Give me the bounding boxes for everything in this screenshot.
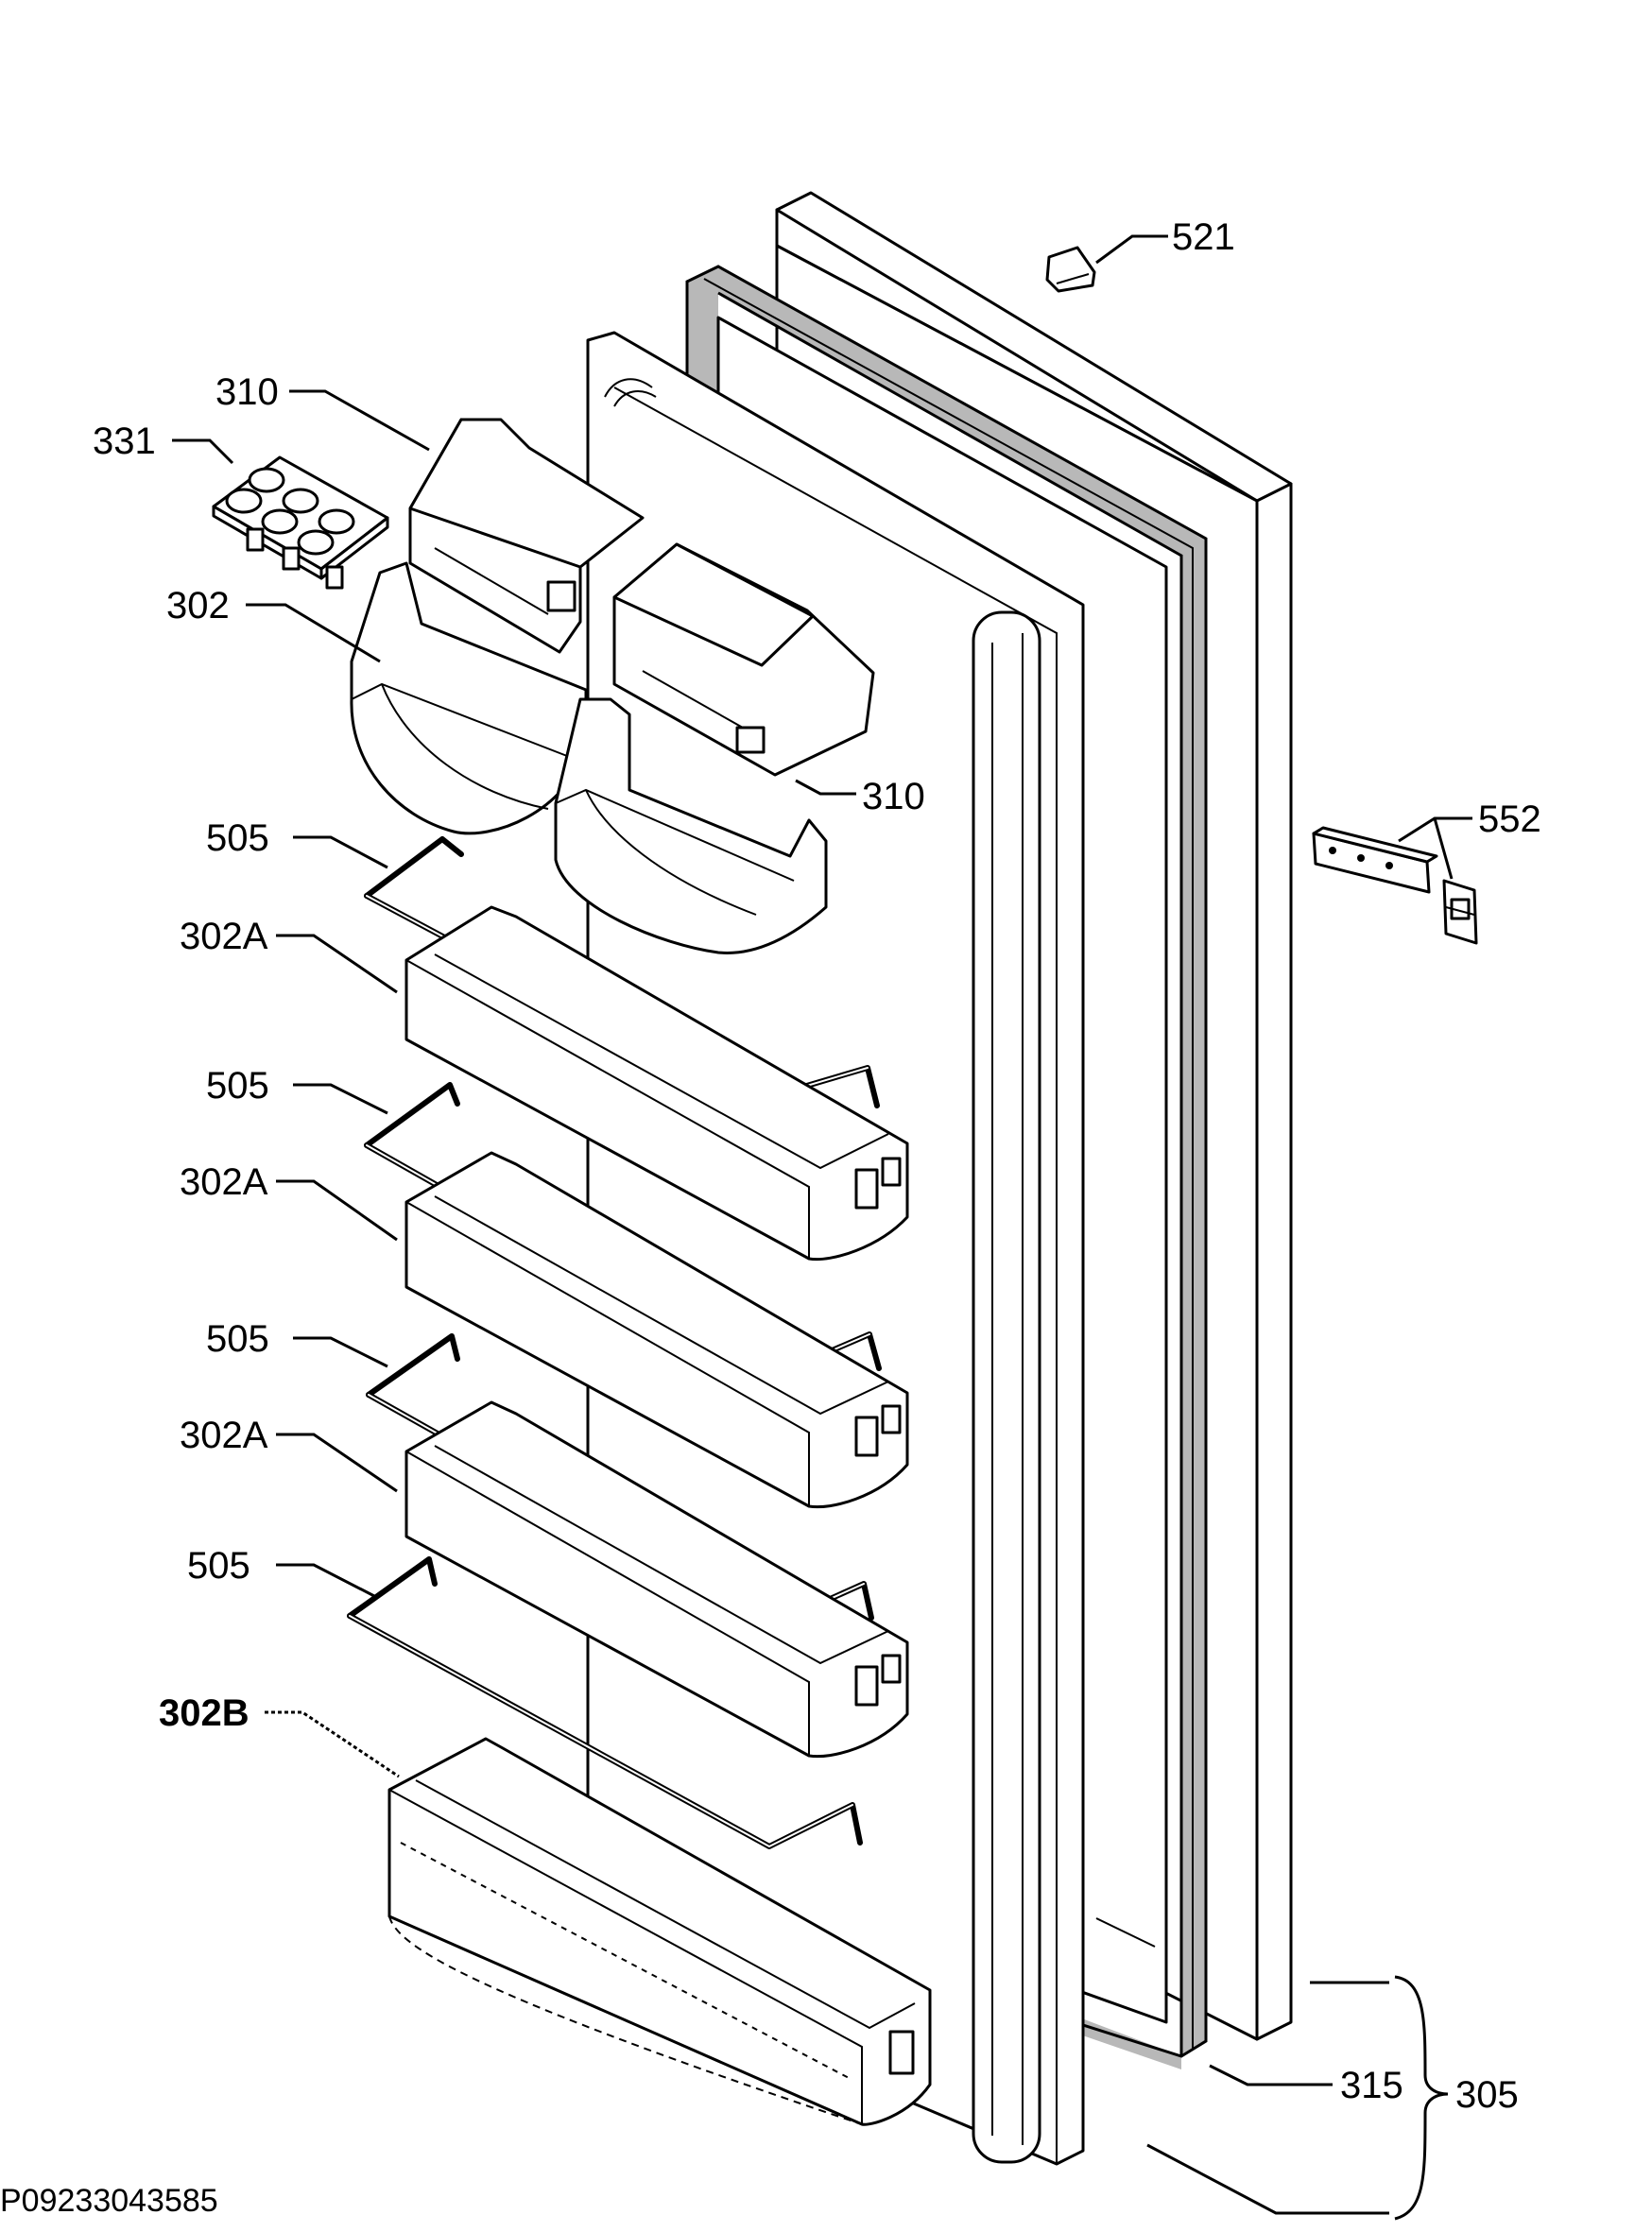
label-302A-3: 302A (180, 1415, 268, 1456)
label-552: 552 (1478, 798, 1541, 840)
label-505-1: 505 (206, 817, 269, 859)
part-521-clip (1045, 246, 1096, 293)
label-310-right: 310 (862, 776, 925, 817)
label-305: 305 (1455, 2074, 1519, 2116)
part-302B-bottle-shelf (387, 1737, 932, 2126)
label-310-top: 310 (215, 371, 279, 413)
part-302-shelf-right (554, 697, 828, 954)
part-302A-shelf-1 (404, 905, 909, 1262)
label-315: 315 (1340, 2065, 1403, 2106)
label-505-2: 505 (206, 1065, 269, 1107)
part-552-hinge (1312, 826, 1478, 945)
label-505-4: 505 (187, 1545, 250, 1587)
label-302B: 302B (159, 1692, 250, 1734)
label-505-3: 505 (206, 1318, 269, 1360)
part-331-egg-tray (212, 455, 389, 590)
label-521: 521 (1172, 216, 1235, 258)
label-302: 302 (166, 585, 230, 627)
part-302A-shelf-2 (404, 1151, 909, 1509)
part-302A-shelf-3 (404, 1400, 909, 1759)
label-331: 331 (93, 421, 156, 462)
drawing-code: P09233043585 (0, 2183, 218, 2219)
label-302A-2: 302A (180, 1161, 268, 1203)
part-310-compartment-left (408, 418, 645, 654)
label-302A-1: 302A (180, 916, 268, 957)
leader-lines (172, 234, 1472, 2221)
part-310-compartment-right (612, 542, 875, 777)
